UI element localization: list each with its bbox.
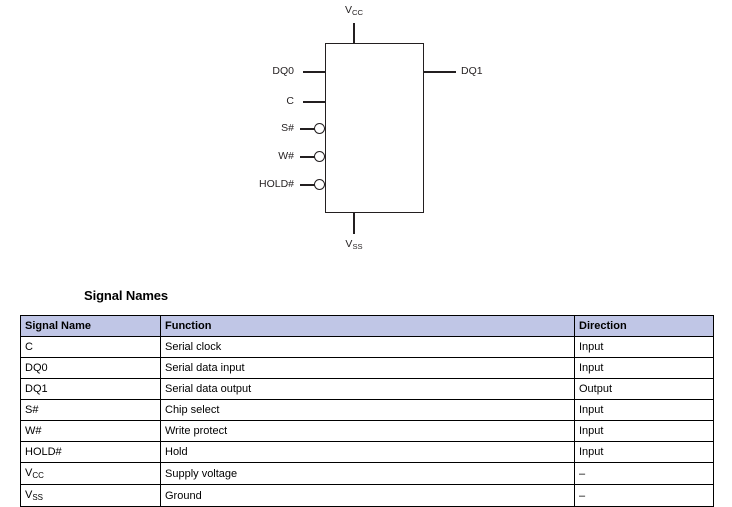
pin-lead-dq1 <box>423 71 456 73</box>
logic-block-diagram: VCC VSS DQ0 C S# W# HOLD# DQ1 <box>258 4 483 252</box>
pin-label-w-hash: W# <box>278 150 294 162</box>
vcc-lead-line <box>353 23 355 44</box>
cell-signal-name: VSS <box>20 484 161 507</box>
cell-direction: Input <box>574 336 714 358</box>
inversion-bubble-hold-hash <box>314 179 325 190</box>
column-header-signal-name: Signal Name <box>20 315 161 337</box>
chip-body-rectangle <box>325 43 424 213</box>
vss-lead-line <box>353 212 355 234</box>
cell-function: Serial clock <box>160 336 575 358</box>
pin-lead-c <box>303 101 326 103</box>
cell-function: Write protect <box>160 420 575 442</box>
cell-direction: Input <box>574 441 714 463</box>
cell-signal-name: C <box>20 336 161 358</box>
cell-direction: Input <box>574 357 714 379</box>
cell-signal-name: VCC <box>20 462 161 485</box>
cell-signal-name: DQ1 <box>20 378 161 400</box>
column-header-function: Function <box>160 315 575 337</box>
pin-label-dq0: DQ0 <box>272 65 294 77</box>
pin-label-s-hash: S# <box>281 122 294 134</box>
cell-direction: Output <box>574 378 714 400</box>
cell-function: Ground <box>160 484 575 507</box>
pin-label-c: C <box>286 95 294 107</box>
cell-signal-name: S# <box>20 399 161 421</box>
cell-direction: – <box>574 462 714 485</box>
section-heading-signal-names: Signal Names <box>84 288 169 303</box>
pin-lead-hold-hash <box>300 184 315 186</box>
inversion-bubble-w-hash <box>314 151 325 162</box>
pin-label-dq1: DQ1 <box>461 65 483 77</box>
inversion-bubble-s-hash <box>314 123 325 134</box>
cell-signal-name: DQ0 <box>20 357 161 379</box>
cell-function: Supply voltage <box>160 462 575 485</box>
vss-label: VSS <box>345 238 363 252</box>
vcc-label: VCC <box>345 4 363 18</box>
pin-lead-w-hash <box>300 156 315 158</box>
pin-lead-dq0 <box>303 71 326 73</box>
cell-direction: Input <box>574 399 714 421</box>
cell-direction: – <box>574 484 714 507</box>
table-header-row: Signal Name Function Direction <box>20 315 714 337</box>
cell-direction: Input <box>574 420 714 442</box>
cell-function: Serial data input <box>160 357 575 379</box>
column-header-direction: Direction <box>574 315 714 337</box>
cell-signal-name: HOLD# <box>20 441 161 463</box>
pin-lead-s-hash <box>300 128 315 130</box>
cell-function: Hold <box>160 441 575 463</box>
cell-function: Serial data output <box>160 378 575 400</box>
pin-label-hold-hash: HOLD# <box>258 178 294 190</box>
cell-function: Chip select <box>160 399 575 421</box>
cell-signal-name: W# <box>20 420 161 442</box>
